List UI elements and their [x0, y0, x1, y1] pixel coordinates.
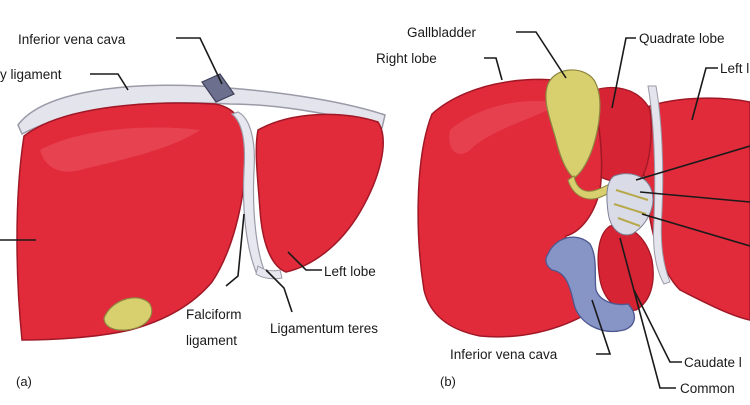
- gallbladder-b: [545, 69, 601, 179]
- right-lobe-highlight: [40, 127, 200, 172]
- label-inferior-vena-cava-a: Inferior vena cava: [18, 32, 126, 47]
- panel-a: Inferior vena cava y ligament Falciform …: [0, 32, 386, 389]
- inferior-vena-cava-a: [201, 73, 235, 103]
- panel-label-a: (a): [16, 374, 32, 389]
- caudate-lobe: [597, 224, 654, 312]
- label-coronary-ligament: y ligament: [0, 67, 62, 82]
- panel-label-b: (b): [440, 374, 456, 389]
- inferior-vena-cava-b: [545, 236, 635, 332]
- label-common: Common: [680, 381, 735, 396]
- label-gallbladder: Gallbladder: [407, 25, 477, 40]
- label-left-lobe-a: Left lobe: [324, 264, 376, 279]
- label-right-lobe-b: Right lobe: [376, 51, 437, 66]
- label-inferior-vena-cava-b: Inferior vena cava: [450, 347, 558, 362]
- porta-hepatis: [606, 173, 654, 236]
- panel-b: Gallbladder Right lobe Quadrate lobe Lef…: [376, 25, 750, 396]
- label-caudate-lobe: Caudate l: [684, 355, 742, 370]
- label-left-lobe-b: Left l: [720, 61, 749, 76]
- label-ligamentum-teres: Ligamentum teres: [270, 321, 378, 336]
- gallbladder-tip-a: [103, 297, 153, 331]
- right-lobe-b-highlight: [449, 101, 560, 154]
- label-falciform-ligament-2: ligament: [186, 333, 237, 348]
- label-falciform-ligament-1: Falciform: [186, 307, 242, 322]
- label-quadrate-lobe: Quadrate lobe: [639, 31, 725, 46]
- fissure-strip: [647, 85, 671, 285]
- left-lobe-a: [255, 113, 384, 273]
